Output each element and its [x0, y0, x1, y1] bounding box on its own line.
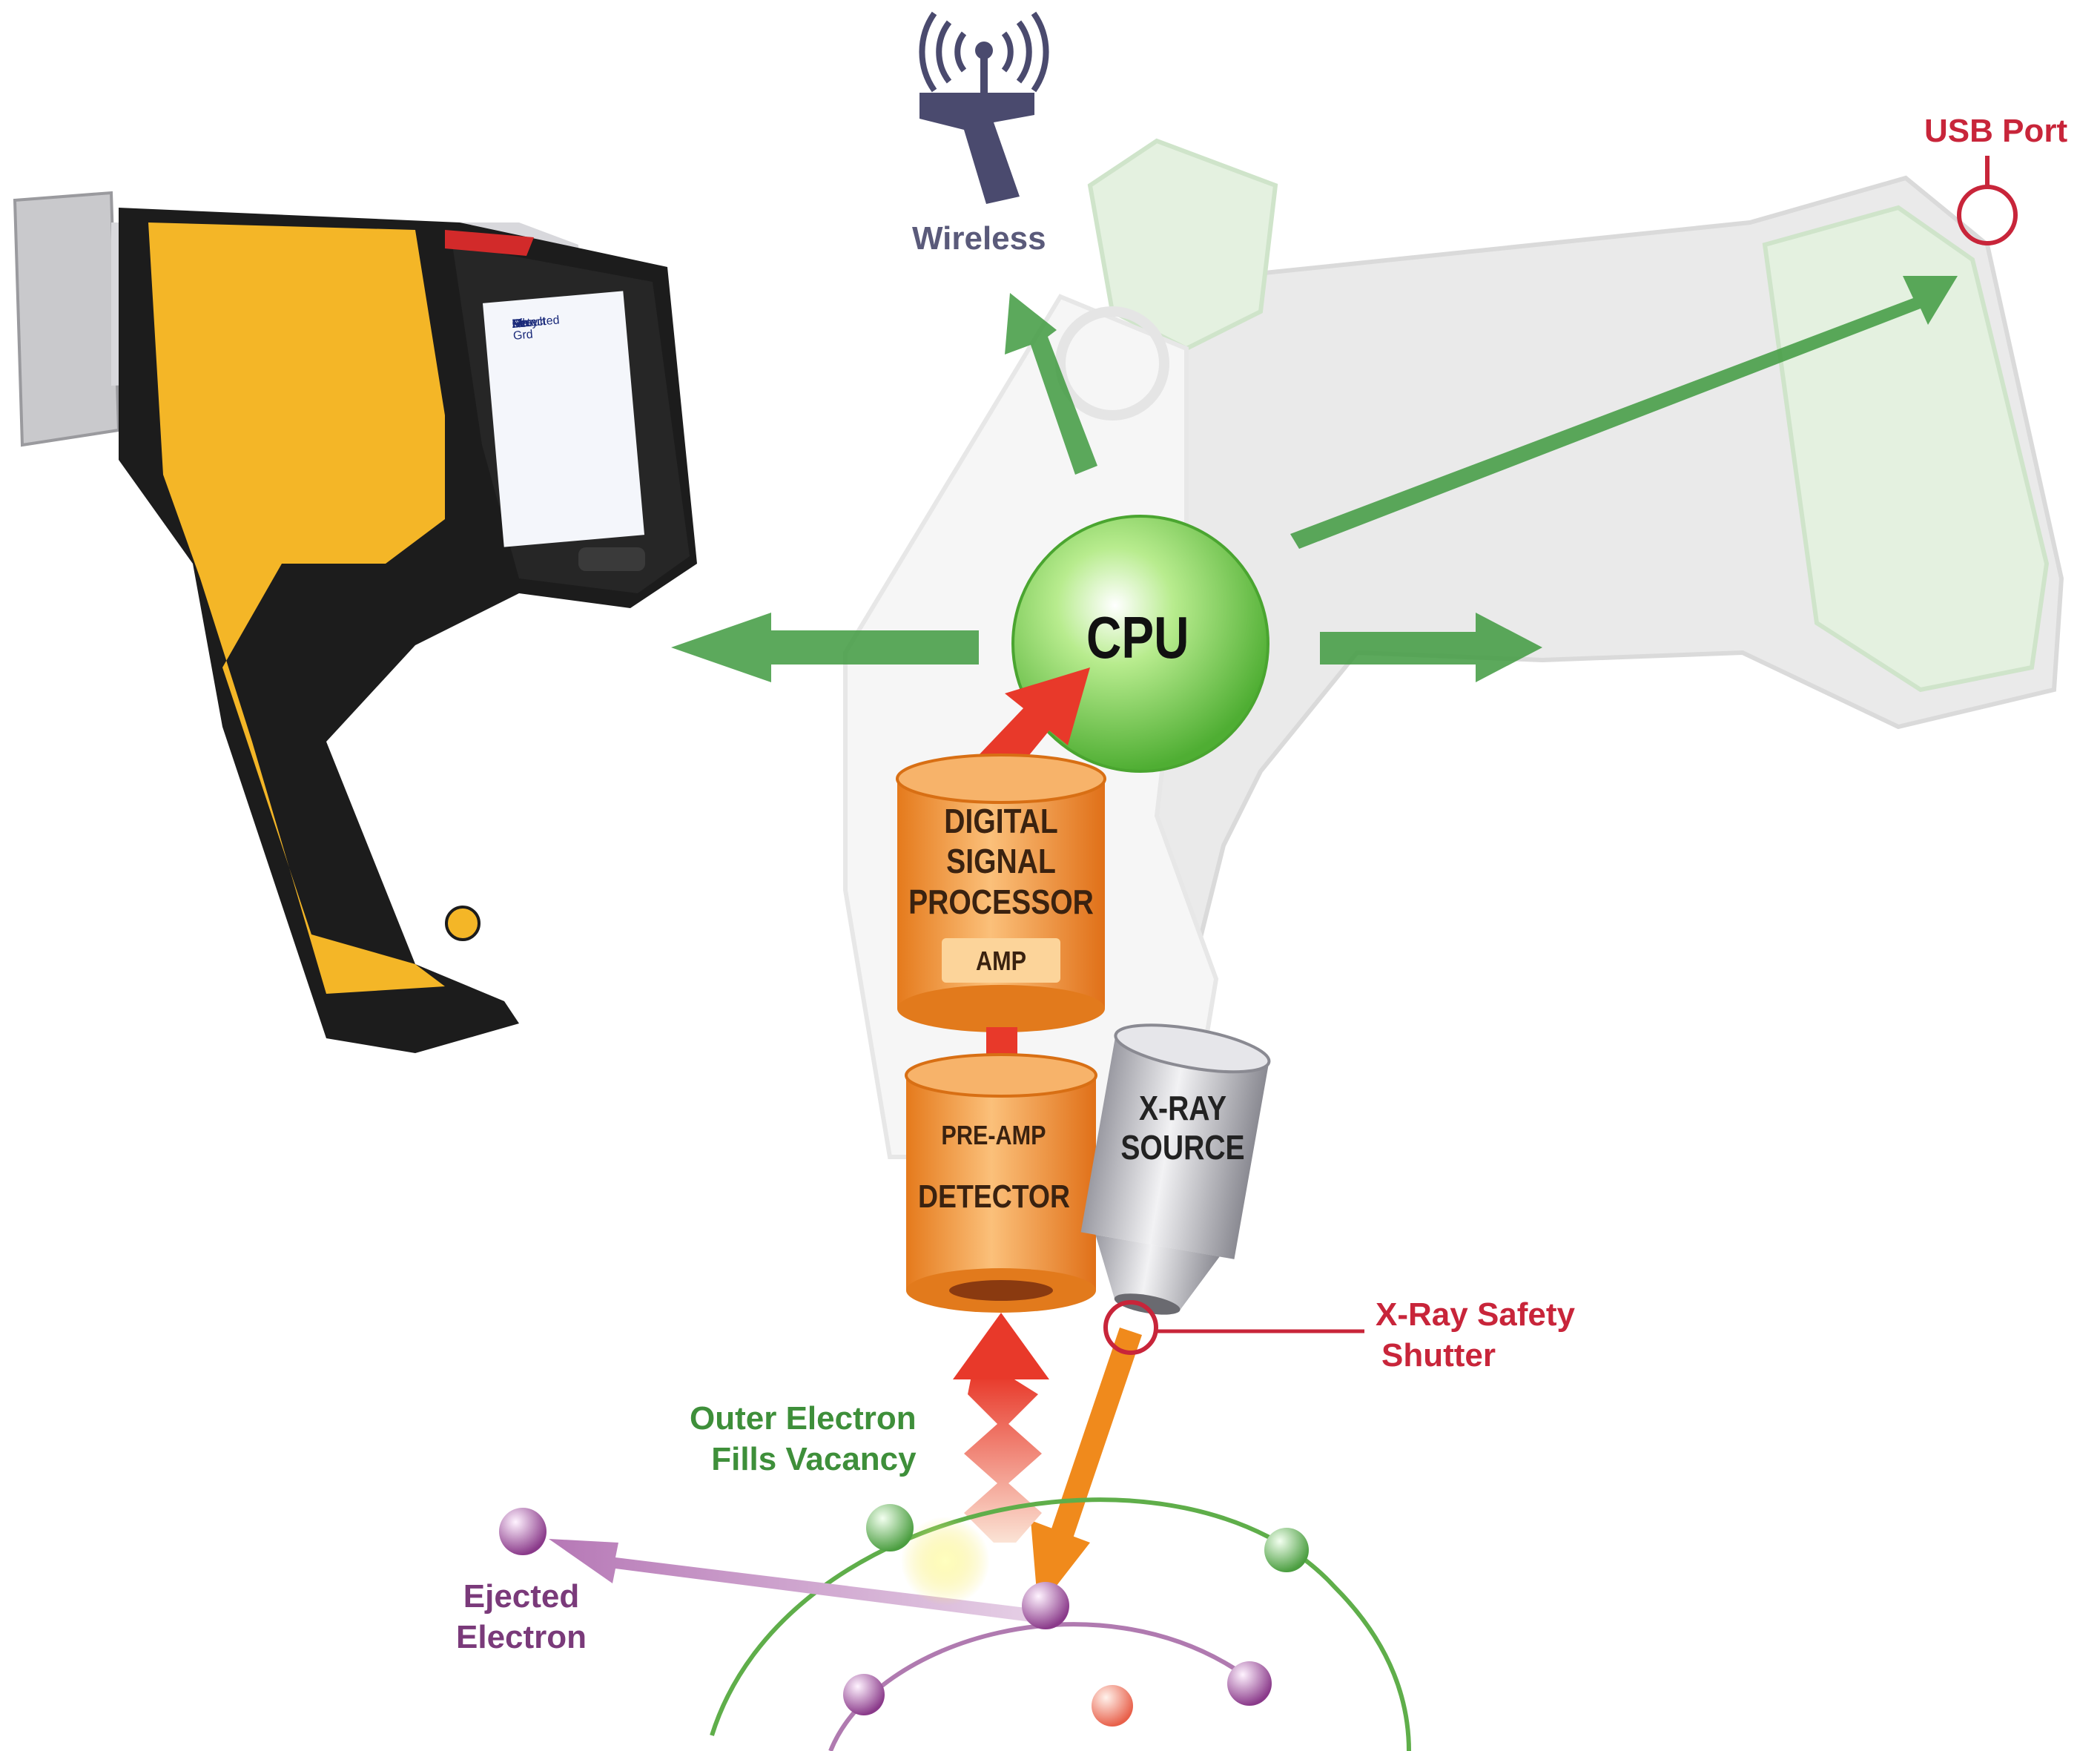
- xray-source-label: X-RAY SOURCE: [1110, 1089, 1255, 1167]
- ejected-electron-label: Ejected Electron: [456, 1576, 587, 1658]
- detector-cylinder: [905, 1053, 1097, 1313]
- outer-electron-label-line: Fills Vacancy: [711, 1441, 917, 1477]
- wireless-label: Wireless: [912, 220, 1046, 257]
- arrow-to-wireless: [1005, 293, 1097, 475]
- xray-beam-arrow: [1031, 1328, 1142, 1609]
- electron-purple: [843, 1674, 885, 1715]
- safety-shutter-label-line: Shutter: [1381, 1337, 1496, 1374]
- vacancy-flash: [901, 1517, 990, 1606]
- arrow-to-usb: [1290, 276, 1958, 549]
- xray-source-label-line: X-RAY: [1138, 1089, 1227, 1127]
- amp-label: AMP: [976, 946, 1026, 976]
- wireless-antenna-icon: [919, 11, 1049, 204]
- screen-line: Mn: [511, 317, 529, 331]
- shutter-marker: [1103, 1300, 1158, 1355]
- electron-green: [1264, 1528, 1309, 1572]
- cpu-label: CPU: [1086, 604, 1189, 670]
- electron-purple: [1022, 1582, 1069, 1629]
- dsp-cylinder: [896, 754, 1106, 1032]
- electron-inner: [1092, 1685, 1133, 1727]
- dsp-label-line: SIGNAL: [946, 842, 1056, 881]
- electrons: [499, 1504, 1309, 1727]
- xray-source-cylinder: [1080, 1023, 1271, 1315]
- ejected-electron-label-line: Electron: [456, 1619, 587, 1655]
- data-arrows: [671, 276, 1958, 682]
- usb-port-icon: [1957, 156, 2018, 245]
- safety-shutter-label: X-Ray Safety Shutter: [1376, 1294, 1575, 1376]
- fluorescence-arrow: [953, 1313, 1049, 1543]
- electron-purple: [1227, 1661, 1272, 1706]
- dsp-label-line: PROCESSOR: [908, 882, 1094, 921]
- detector-label: DETECTOR: [918, 1178, 1071, 1215]
- usb-port-label: USB Port: [1924, 113, 2068, 149]
- electron-green: [866, 1504, 914, 1552]
- xray-source-label-line: SOURCE: [1120, 1127, 1245, 1167]
- dsp-label: DIGITAL SIGNAL PROCESSOR: [907, 801, 1096, 922]
- ejected-electron-arrow: [549, 1539, 1038, 1623]
- ejected-electron-label-line: Ejected: [463, 1578, 580, 1615]
- pre-amp-label: PRE-AMP: [941, 1120, 1046, 1150]
- dsp-label-line: DIGITAL: [944, 802, 1058, 840]
- electron-ejected: [499, 1508, 547, 1555]
- safety-shutter-label-line: X-Ray Safety: [1376, 1296, 1576, 1333]
- handheld-analyzer-device: [13, 191, 697, 1053]
- arrow-to-port: [1320, 613, 1542, 682]
- outer-electron-label: Outer Electron Fills Vacancy: [690, 1398, 917, 1480]
- arrow-to-display: [671, 613, 979, 682]
- outer-electron-label-line: Outer Electron: [690, 1400, 917, 1437]
